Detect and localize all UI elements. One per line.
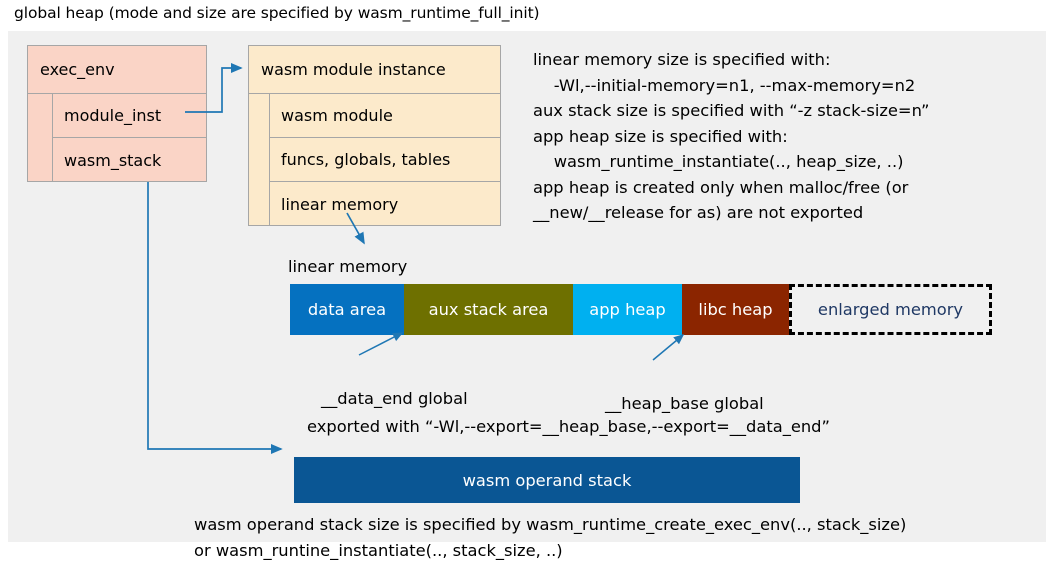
exec-env-row-wasm-stack: wasm_stack <box>64 150 162 170</box>
linear-memory-label: linear memory <box>288 257 408 276</box>
row-linear-memory: linear memory <box>281 194 399 214</box>
annotation-exported-with: exported with “-Wl,--export=__heap_base,… <box>307 417 830 436</box>
mem-segment-aux-stack-area: aux stack area <box>404 284 573 335</box>
mem-segment-enlarged-memory: enlarged memory <box>789 284 992 335</box>
page-title: global heap (mode and size are specified… <box>14 4 540 22</box>
operand-stack-note: wasm operand stack size is specified by … <box>194 515 907 560</box>
linear-memory-bar: data area aux stack area app heap libc h… <box>290 284 992 335</box>
exec-env-header: exec_env <box>28 46 206 94</box>
row-funcs-globals-tables: funcs, globals, tables <box>270 138 500 182</box>
mem-segment-libc-heap: libc heap <box>682 284 789 335</box>
exec-env-body: module_inst wasm_stack <box>28 94 206 182</box>
exec-env-gutter <box>28 94 53 182</box>
row-wasm-module: wasm module <box>270 94 500 138</box>
wasm-module-instance-gutter <box>249 94 270 226</box>
mem-segment-data-area: data area <box>290 284 404 335</box>
wasm-module-instance-header: wasm module instance <box>249 46 500 94</box>
mem-segment-app-heap: app heap <box>573 284 682 335</box>
exec-env-box: exec_env module_inst wasm_stack <box>27 45 207 182</box>
annotation-heap-base: __heap_base global <box>605 394 764 413</box>
exec-env-row-module-inst: module_inst <box>53 94 206 138</box>
wasm-module-instance-body: wasm module funcs, globals, tables linea… <box>249 94 500 226</box>
exec-env-rows: module_inst wasm_stack <box>53 94 206 182</box>
wasm-module-instance-rows: wasm module funcs, globals, tables linea… <box>270 94 500 226</box>
diagram-canvas: exec_env module_inst wasm_stack wasm mod… <box>8 31 1046 560</box>
wasm-module-instance-box: wasm module instance wasm module funcs, … <box>248 45 501 226</box>
memory-config-note: linear memory size is specified with: -W… <box>533 50 930 222</box>
wasm-operand-stack-box: wasm operand stack <box>294 457 800 503</box>
annotation-data-end: __data_end global <box>321 389 468 408</box>
